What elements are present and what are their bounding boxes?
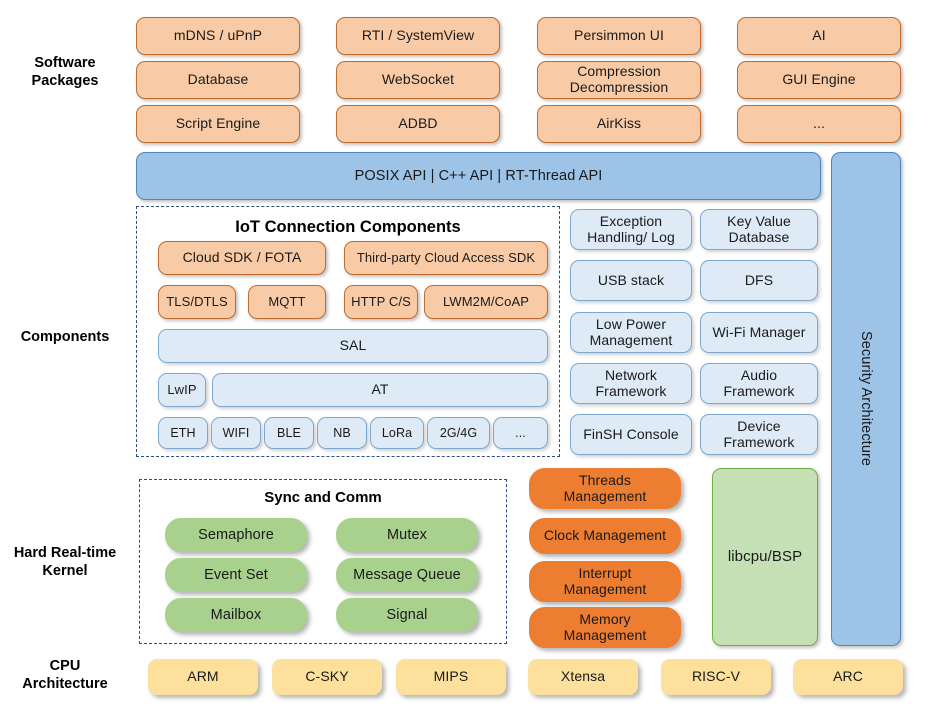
link-box[interactable]: BLE [264, 417, 314, 449]
kernel-management-box[interactable]: Threads Management [529, 468, 681, 509]
iot-box[interactable]: Third-party Cloud Access SDK [344, 241, 548, 275]
sync-box[interactable]: Mailbox [165, 598, 307, 632]
cpu-arch-box[interactable]: MIPS [396, 659, 506, 695]
cpu-arch-box[interactable]: RISC-V [661, 659, 771, 695]
cpu-arch-box[interactable]: Xtensa [528, 659, 638, 695]
link-box[interactable]: ... [493, 417, 548, 449]
package-box[interactable]: Script Engine [136, 105, 300, 143]
package-box[interactable]: WebSocket [336, 61, 500, 99]
cpu-arch-box[interactable]: ARM [148, 659, 258, 695]
package-box[interactable]: Persimmon UI [537, 17, 701, 55]
lwip-box[interactable]: LwIP [158, 373, 206, 407]
iot-box[interactable]: HTTP C/S [344, 285, 418, 319]
row-label-cpu: CPU Architecture [22, 657, 108, 692]
link-box[interactable]: NB [317, 417, 367, 449]
kernel-management-box[interactable]: Clock Management [529, 518, 681, 554]
link-box[interactable]: LoRa [370, 417, 424, 449]
link-box[interactable]: 2G/4G [427, 417, 490, 449]
component-box[interactable]: Audio Framework [700, 363, 818, 404]
row-label-components: Components [20, 328, 110, 345]
sal-box[interactable]: SAL [158, 329, 548, 363]
sync-box[interactable]: Event Set [165, 558, 307, 592]
row-label-software-packages: Software Packages [31, 54, 99, 89]
component-box[interactable]: Device Framework [700, 414, 818, 455]
link-box[interactable]: ETH [158, 417, 208, 449]
package-box[interactable]: ... [737, 105, 901, 143]
cpu-arch-box[interactable]: ARC [793, 659, 903, 695]
package-box[interactable]: Compression Decompression [537, 61, 701, 99]
package-box[interactable]: RTI / SystemView [336, 17, 500, 55]
iot-box[interactable]: TLS/DTLS [158, 285, 236, 319]
component-box[interactable]: FinSH Console [570, 414, 692, 455]
row-label-kernel: Hard Real-time Kernel [13, 544, 117, 579]
cpu-arch-box[interactable]: C-SKY [272, 659, 382, 695]
package-box[interactable]: ADBD [336, 105, 500, 143]
kernel-management-box[interactable]: Interrupt Management [529, 561, 681, 602]
iot-group-title: IoT Connection Components [235, 218, 461, 236]
sync-group-title: Sync and Comm [264, 489, 382, 506]
component-box[interactable]: Key Value Database [700, 209, 818, 250]
kernel-management-box[interactable]: Memory Management [529, 607, 681, 648]
package-box[interactable]: mDNS / uPnP [136, 17, 300, 55]
at-box[interactable]: AT [212, 373, 548, 407]
package-box[interactable]: AirKiss [537, 105, 701, 143]
component-box[interactable]: Wi-Fi Manager [700, 312, 818, 353]
sync-box[interactable]: Mutex [336, 518, 478, 552]
iot-box[interactable]: Cloud SDK / FOTA [158, 241, 326, 275]
link-box[interactable]: WIFI [211, 417, 261, 449]
component-box[interactable]: Low Power Management [570, 312, 692, 353]
package-box[interactable]: AI [737, 17, 901, 55]
component-box[interactable]: Exception Handling/ Log [570, 209, 692, 250]
sync-box[interactable]: Semaphore [165, 518, 307, 552]
api-layer-bar[interactable]: POSIX API | C++ API | RT-Thread API [136, 152, 821, 200]
libcpu-bsp-box[interactable]: libcpu/BSP [712, 468, 818, 646]
component-box[interactable]: Network Framework [570, 363, 692, 404]
component-box[interactable]: DFS [700, 260, 818, 301]
iot-connection-group: IoT Connection Components [136, 206, 560, 457]
package-box[interactable]: Database [136, 61, 300, 99]
component-box[interactable]: USB stack [570, 260, 692, 301]
iot-box[interactable]: LWM2M/CoAP [424, 285, 548, 319]
sync-box[interactable]: Message Queue [336, 558, 478, 592]
security-architecture-column[interactable]: Security Architecture [831, 152, 901, 646]
iot-box[interactable]: MQTT [248, 285, 326, 319]
sync-and-comm-group: Sync and Comm [139, 479, 507, 644]
sync-box[interactable]: Signal [336, 598, 478, 632]
package-box[interactable]: GUI Engine [737, 61, 901, 99]
